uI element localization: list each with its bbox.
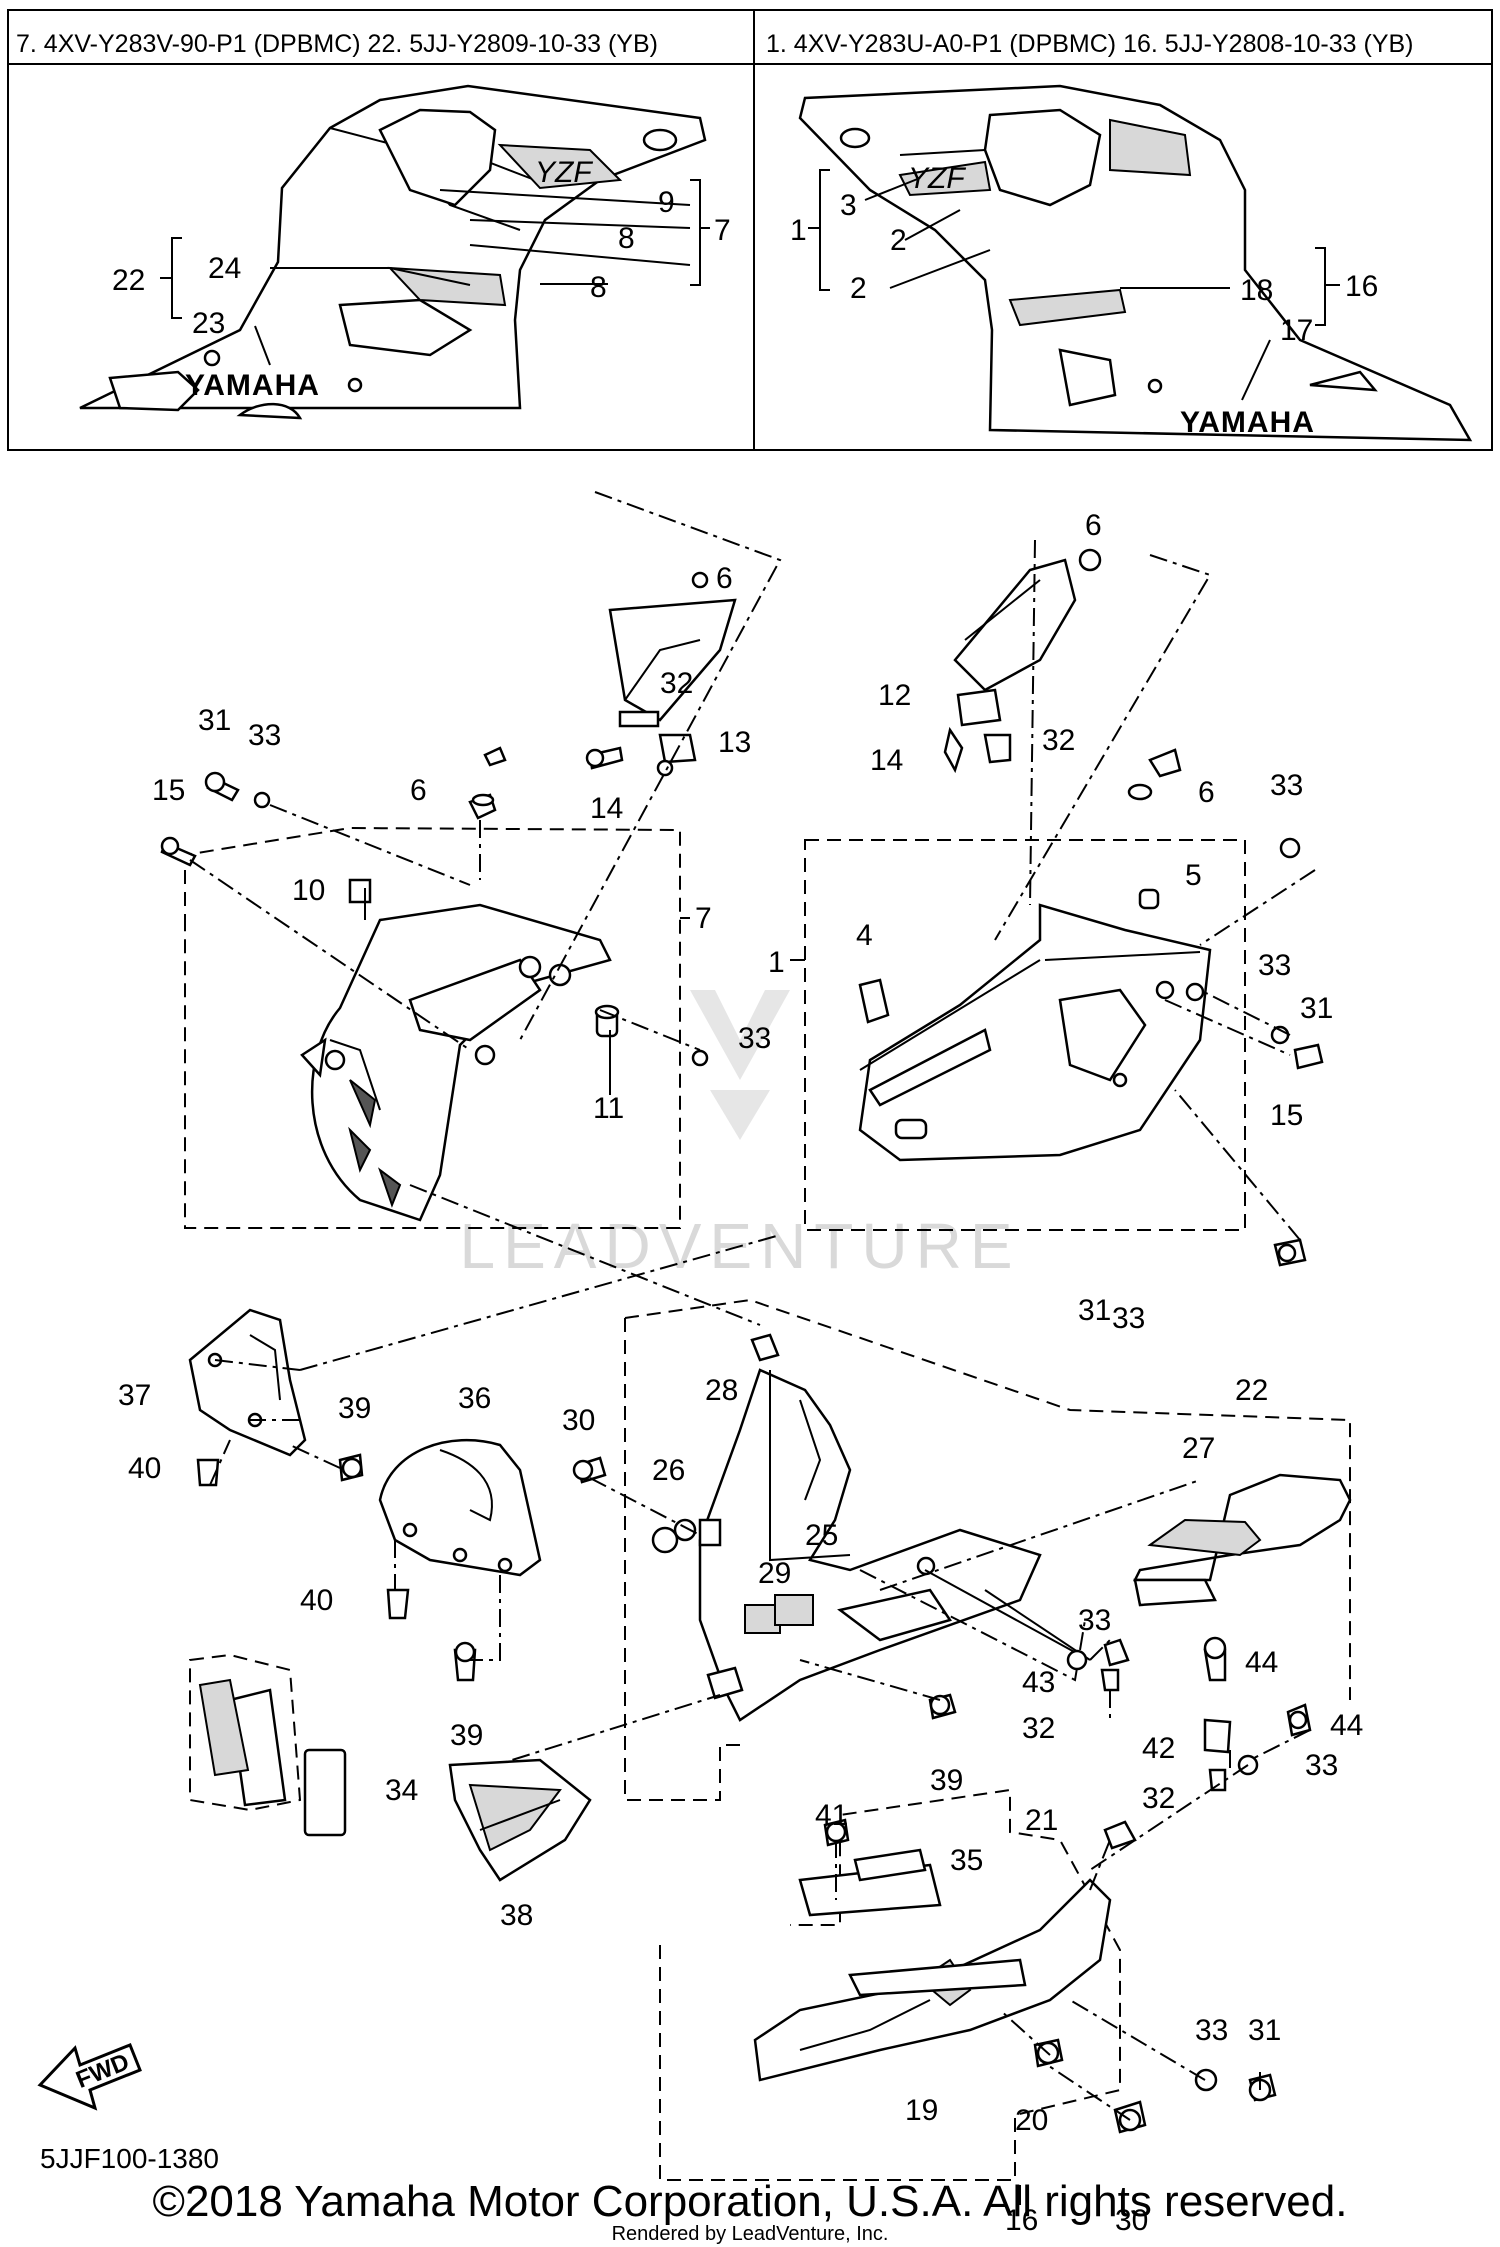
callout-40-lower: 40 [300, 1584, 333, 1617]
callout-6-mid-left: 6 [410, 774, 427, 807]
decal-panel-right: 1. 4XV-Y283U-A0-P1 (DPBMC) 16. 5JJ-Y2808… [753, 9, 1493, 451]
callout-19: 19 [905, 2094, 938, 2127]
side-cowling-1-assembly: 6 12 32 14 6 33 5 1 4 33 31 15 [768, 509, 1333, 1267]
callout-35: 35 [950, 1844, 983, 1877]
callout-25: 25 [805, 1519, 838, 1552]
callout-8-upper: 8 [618, 222, 635, 255]
watermark-text: LEADVENTURE [460, 1210, 1021, 1282]
callout-18: 18 [1240, 274, 1273, 307]
right-panel-title: 1. 4XV-Y283U-A0-P1 (DPBMC) 16. 5JJ-Y2808… [766, 30, 1414, 58]
callout-30-bottom: 30 [1115, 2204, 1148, 2237]
callout-10: 10 [292, 874, 325, 907]
callout-1-decal: 1 [790, 214, 807, 247]
side-cowling-7-assembly: 6 32 13 14 31 33 15 6 10 7 11 33 [152, 491, 782, 1326]
callout-22-assembly: 22 [1235, 1374, 1268, 1407]
callout-17: 17 [1280, 314, 1313, 347]
left-panel-title: 7. 4XV-Y283V-90-P1 (DPBMC) 22. 5JJ-Y2809… [16, 30, 658, 58]
callout-32-lower-upper: 32 [1022, 1712, 1055, 1745]
callout-30-upper: 30 [562, 1404, 595, 1437]
callout-41: 41 [815, 1799, 848, 1832]
callout-33-upper-left: 33 [248, 719, 281, 752]
callout-33-upper-right: 33 [1270, 769, 1303, 802]
callout-5: 5 [1185, 859, 1202, 892]
callout-34: 34 [385, 1774, 418, 1807]
callout-31-lower: 31 [1078, 1294, 1111, 1327]
callout-6-upper-left: 6 [716, 562, 733, 595]
callout-33-bottom: 33 [1195, 2014, 1228, 2047]
callout-14-right: 14 [870, 744, 903, 777]
callout-44-lower: 44 [1330, 1709, 1363, 1742]
callout-39-right: 39 [930, 1764, 963, 1797]
callout-16-decal: 16 [1345, 270, 1378, 303]
callout-15-right: 15 [1270, 1099, 1303, 1132]
callout-38: 38 [500, 1899, 533, 1932]
callout-29: 29 [758, 1557, 791, 1590]
leadventure-watermark: LEADVENTURE [460, 990, 1021, 1282]
callout-12: 12 [878, 679, 911, 712]
callout-4: 4 [856, 919, 873, 952]
callout-32-upper-right: 32 [1042, 724, 1075, 757]
callout-16-assembly: 16 [1005, 2204, 1038, 2237]
callout-1-assembly: 1 [768, 946, 785, 979]
callout-33-right-bracket: 33 [1305, 1749, 1338, 1782]
callout-43: 43 [1022, 1666, 1055, 1699]
callout-42: 42 [1142, 1732, 1175, 1765]
callout-37: 37 [118, 1379, 151, 1412]
callout-33-mid-left: 33 [738, 1022, 771, 1055]
callout-9: 9 [658, 186, 675, 219]
callout-23: 23 [192, 307, 225, 340]
callout-33-mid-right: 33 [1258, 949, 1291, 982]
callout-7-decal: 7 [714, 214, 731, 247]
left-decal-brand: YAMAHA [185, 369, 320, 402]
callout-32-lower-lower: 32 [1142, 1782, 1175, 1815]
callout-33-bracket: 33 [1078, 1604, 1111, 1637]
under-cowling-assembly: 37 39 40 36 40 39 30 26 28 25 29 34 38 3… [118, 1234, 1363, 2237]
diagram-code: 5JJF100-1380 [40, 2143, 219, 2174]
svg-text:YZF: YZF [535, 156, 593, 189]
callout-14-left: 14 [590, 792, 623, 825]
callout-7-assembly: 7 [695, 902, 712, 935]
callout-2-upper: 2 [890, 224, 907, 257]
callout-13: 13 [718, 726, 751, 759]
callout-24: 24 [208, 252, 241, 285]
callout-33-lower: 33 [1112, 1302, 1145, 1335]
callout-40-upper: 40 [128, 1452, 161, 1485]
callout-31-bottom: 31 [1248, 2014, 1281, 2047]
callout-32-upper-left: 32 [660, 667, 693, 700]
callout-11: 11 [593, 1092, 624, 1125]
copyright-notice: ©2018 Yamaha Motor Corporation, U.S.A. A… [153, 2177, 1348, 2226]
callout-36: 36 [458, 1382, 491, 1415]
callout-39-left: 39 [338, 1392, 371, 1425]
callout-15-left: 15 [152, 774, 185, 807]
callout-3: 3 [840, 189, 857, 222]
callout-27: 27 [1182, 1432, 1215, 1465]
callout-31-upper-left: 31 [198, 704, 231, 737]
callout-6-mid-right: 6 [1198, 776, 1215, 809]
rendered-by-credit: Rendered by LeadVenture, Inc. [612, 2223, 889, 2245]
callout-21: 21 [1025, 1804, 1058, 1837]
callout-44-upper: 44 [1245, 1646, 1278, 1679]
callout-26: 26 [652, 1454, 685, 1487]
decal-panel-left: 7. 4XV-Y283V-90-P1 (DPBMC) 22. 5JJ-Y2809… [7, 9, 755, 451]
callout-39-mid: 39 [450, 1719, 483, 1752]
callout-28: 28 [705, 1374, 738, 1407]
callout-8-lower: 8 [590, 271, 607, 304]
callout-6-upper-right: 6 [1085, 509, 1102, 542]
right-decal-brand: YAMAHA [1180, 406, 1315, 439]
callout-20: 20 [1015, 2104, 1048, 2137]
callout-31-mid-right: 31 [1300, 992, 1333, 1025]
callout-22-decal: 22 [112, 264, 145, 297]
forward-arrow-icon: FWD [37, 2043, 142, 2111]
callout-2-lower: 2 [850, 272, 867, 305]
